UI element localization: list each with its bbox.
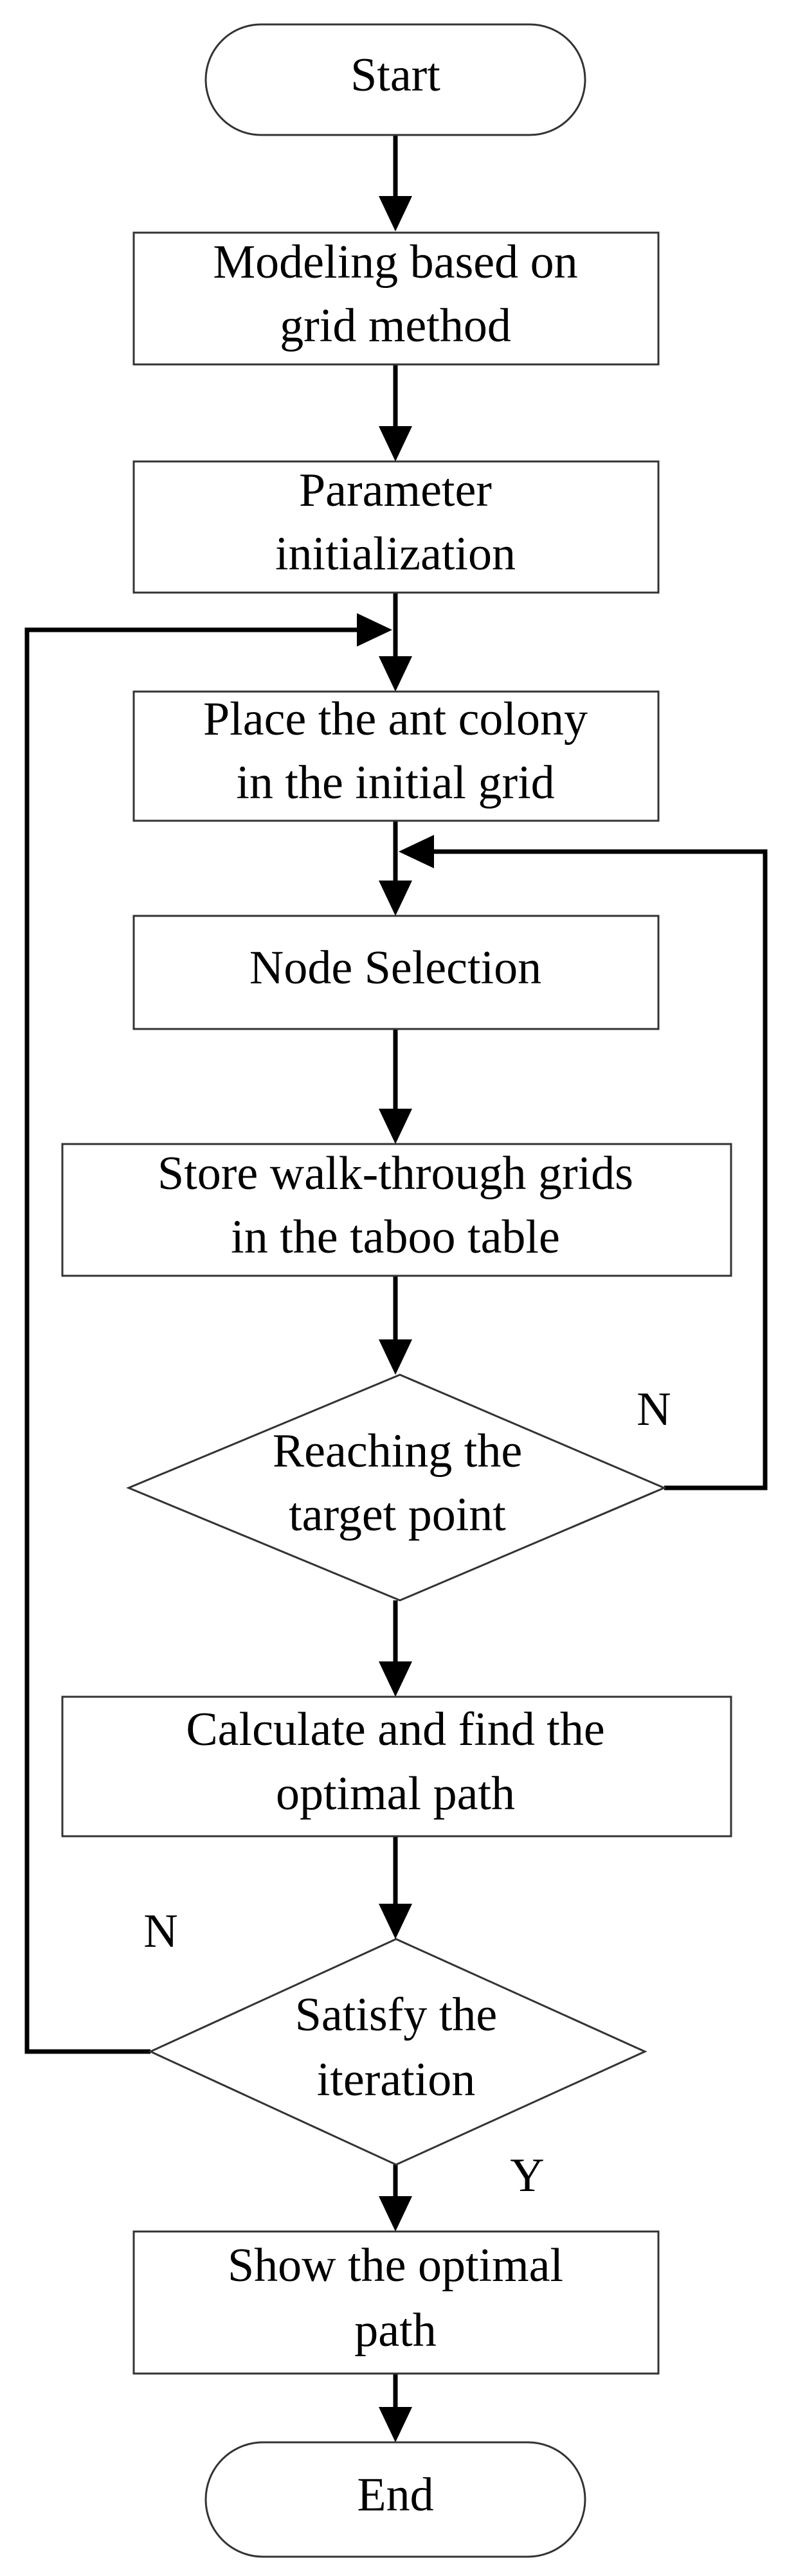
calc-label-line1: Calculate and find the (186, 1703, 604, 1756)
select-label: Node Selection (249, 942, 541, 994)
arrowhead (399, 835, 434, 868)
store-node: Store walk-through grids in the taboo ta… (61, 1143, 732, 1277)
modeling-process-box (132, 231, 660, 366)
show-node: Show the optimal path (132, 2230, 660, 2375)
end-terminal (204, 2441, 586, 2558)
place-label-line2: in the initial grid (236, 756, 554, 809)
reach-node: Reaching the target point (126, 1373, 667, 1602)
edge-satisfy-no-loop (24, 627, 363, 2054)
reach-label-line2: target point (289, 1489, 506, 1541)
show-process-box (132, 2230, 660, 2375)
select-node: Node Selection (132, 915, 660, 1030)
start-terminal (204, 23, 586, 136)
arrowhead (379, 2407, 412, 2442)
store-label-line2: in the taboo table (231, 1211, 560, 1264)
modeling-label-line2: grid method (280, 300, 511, 352)
reach-no-label: N (637, 1383, 671, 1436)
satisfy-no-label: N (143, 1905, 177, 1958)
calc-label-line2: optimal path (276, 1767, 515, 1820)
arrowhead (379, 196, 412, 231)
place-node: Place the ant colony in the initial grid (132, 690, 660, 822)
satisfy-node: Satisfy the iteration (148, 1938, 647, 2166)
arrowhead (357, 613, 392, 647)
show-label-line2: path (354, 2304, 436, 2357)
param-label-line1: Parameter (299, 464, 492, 517)
place-process-box (132, 690, 660, 822)
select-process-box (132, 915, 660, 1030)
modeling-node: Modeling based on grid method (132, 231, 660, 366)
modeling-label-line1: Modeling based on (213, 236, 577, 289)
satisfy-yes-label: Y (510, 2149, 544, 2202)
satisfy-label-line2: iteration (317, 2053, 476, 2106)
arrowhead (379, 656, 412, 692)
calc-node: Calculate and find the optimal path (61, 1695, 732, 1838)
arrowhead (379, 1339, 412, 1375)
store-process-box (61, 1143, 732, 1277)
connectors (24, 135, 768, 2442)
param-label-line2: initialization (275, 528, 516, 580)
arrowhead (379, 1109, 412, 1144)
arrowhead (379, 426, 412, 461)
start-node: Start (204, 23, 586, 136)
arrowhead (379, 1661, 412, 1697)
calc-process-box (61, 1695, 732, 1838)
arrowhead (379, 2196, 412, 2232)
arrowhead (379, 881, 412, 916)
reach-decision-diamond (126, 1373, 667, 1602)
edge-reach-no-loop (428, 849, 768, 1490)
satisfy-decision-diamond (148, 1938, 647, 2166)
place-label-line1: Place the ant colony (203, 693, 588, 746)
satisfy-label-line1: Satisfy the (295, 1989, 497, 2041)
start-label: Start (350, 49, 440, 102)
show-label-line1: Show the optimal (228, 2239, 563, 2292)
arrowhead (379, 1904, 412, 1939)
end-label: End (357, 2469, 433, 2521)
reach-label-line1: Reaching the (273, 1425, 522, 1478)
param-node: Parameter initialization (132, 460, 660, 594)
store-label-line1: Store walk-through grids (158, 1147, 633, 1200)
end-node: End (204, 2441, 586, 2558)
param-process-box (132, 460, 660, 594)
